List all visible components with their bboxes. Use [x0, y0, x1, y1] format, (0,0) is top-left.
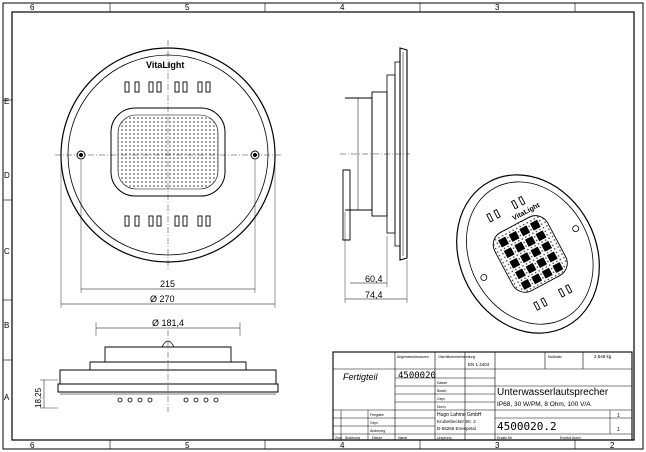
bottom-view [40, 322, 279, 412]
title-block-text: Fertigteil 4500020 Allgemeintoleranzen O… [335, 354, 620, 440]
role-label: Gepr. [437, 397, 446, 401]
footer-label: Datum [372, 436, 382, 440]
revision-row: Änderung [370, 429, 385, 433]
weight-value: 2,548 kg [594, 354, 612, 359]
front-logo: VitaLight [146, 60, 184, 70]
material-value: EN 1.4404 [468, 362, 490, 367]
col-label: 3 [495, 3, 500, 12]
revision-row: Freigabe [370, 413, 384, 417]
sheet-count: 1 [617, 427, 620, 433]
company-name: Hugo Lahme GmbH [437, 412, 482, 418]
revision-row: Gepr. [370, 421, 379, 425]
drawing-title: Unterwasserlautsprecher [497, 387, 609, 398]
footer-label: Ursprung [437, 436, 451, 440]
row-label: C [4, 247, 10, 256]
company-street: Kruberbecker Str. 2 [437, 419, 476, 424]
col-label: 4 [340, 3, 345, 12]
dim-outer: Ø 270 [150, 294, 175, 304]
title-block [332, 351, 633, 441]
scale-label: Maßstab [548, 355, 562, 359]
col-label: 3 [495, 441, 500, 450]
isometric-view [456, 174, 600, 334]
row-label: E [4, 97, 9, 106]
row-label: B [4, 321, 9, 330]
part-number-left: 4500020 [398, 371, 436, 381]
role-label: Datum [437, 381, 447, 385]
side-view [340, 47, 410, 303]
col-label: 6 [30, 3, 35, 12]
col-label: 5 [185, 3, 190, 12]
footer-label: Änderung [345, 436, 360, 440]
dim-depth-b: 74,4 [365, 290, 383, 300]
footer-label: Zust. [335, 436, 343, 440]
col-label: 4 [340, 441, 345, 450]
sheet-number: 1 [617, 413, 620, 419]
footer-label: Ersatz für [497, 436, 513, 440]
part-label: Fertigteil [343, 372, 379, 382]
col-label: 6 [30, 441, 35, 450]
row-label: D [4, 171, 10, 180]
header-field: Oberflächenbehandlung [438, 355, 475, 359]
footer-label: Ersetzt durch [560, 436, 581, 440]
dim-inner: 215 [160, 279, 175, 289]
role-label: Norm [437, 405, 446, 409]
row-label: A [4, 393, 10, 402]
dim-bottom-diameter: Ø 181,4 [152, 318, 184, 328]
drawing-number: 4500020.2 [497, 420, 557, 433]
col-label: 2 [610, 441, 615, 450]
drawing-subtitle: IP68, 30 W/PM, 8 Ohm, 100 V/A [497, 401, 591, 408]
dim-bottom-height: 18,25 [34, 387, 43, 408]
frame-labels: 6 5 4 3 6 5 4 3 2 E D C B A [4, 3, 615, 450]
dim-depth-a: 60,4 [365, 274, 383, 284]
footer-label: Name [398, 436, 407, 440]
company-city: D-58256 Ennepetal [437, 426, 476, 431]
role-label: Bearb. [437, 389, 447, 393]
front-view [55, 40, 281, 308]
header-field: Allgemeintoleranzen [397, 355, 429, 359]
col-label: 5 [185, 441, 190, 450]
